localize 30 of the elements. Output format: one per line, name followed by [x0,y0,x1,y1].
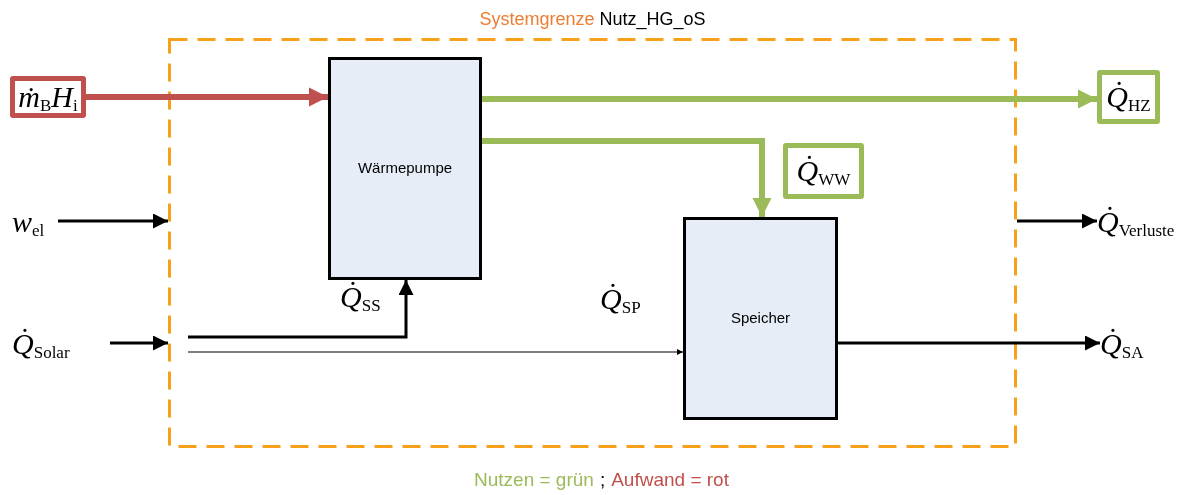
quantity-box [783,143,864,199]
quantity-symbol: Q̇$_{WW}$ [796,156,851,186]
arrow [188,280,414,339]
arrow [482,89,1097,109]
quantity-symbol: w$_{el}$ [12,200,58,244]
quantity-symbol: Q̇$_{HZ}$ [1106,82,1151,112]
process-label: Wärmepumpe [357,158,453,179]
arrow [58,213,168,229]
quantity-symbol: Q̇$_{SA}$ [1100,322,1162,366]
edge-label: Q̇$_{SP}$ [600,284,641,314]
boundary-title: Systemgrenze [479,8,595,31]
boundary-title: Nutz_HG_oS [599,8,706,32]
arrow [482,138,772,217]
legend-entry: Aufwand = rot [611,470,729,489]
legend-entry: Nutzen = grün [474,470,594,489]
quantity-box [1097,70,1160,124]
quantity-symbol: Q̇$_{Verluste}$ [1097,200,1201,244]
quantity-symbol: ṁ$_{B}$H$_{i}$ [18,82,78,112]
separator-text: ; [599,470,606,489]
edge-label: Q̇$_{SS}$ [340,282,381,312]
quantity-box [10,76,86,118]
arrow [838,335,1100,351]
arrow [187,349,684,355]
arrow [110,335,168,351]
arrow [1017,213,1097,229]
arrow [86,87,328,107]
process-label: Speicher [730,308,791,329]
process-box [328,57,482,280]
process-box [683,217,838,420]
quantity-symbol: Q̇$_{Solar}$ [12,322,110,366]
